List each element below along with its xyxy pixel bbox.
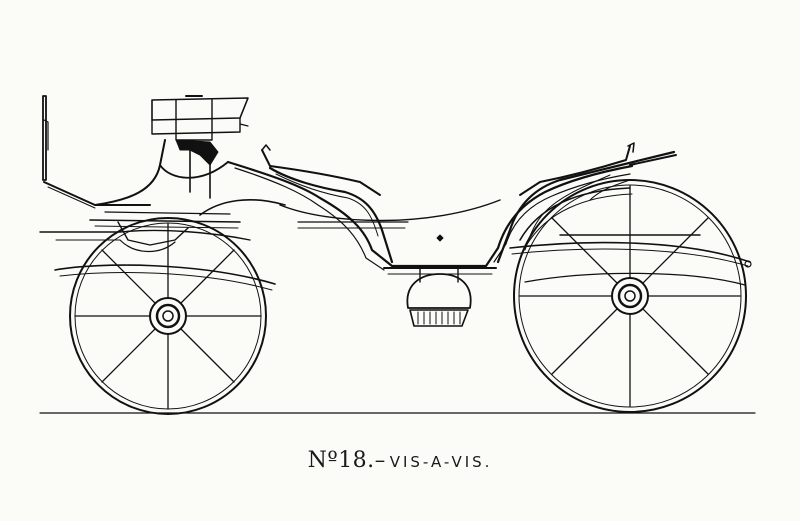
plate-number-prefix: Nº — [307, 448, 339, 473]
front-wheel — [69, 217, 267, 415]
carriage-body — [199, 142, 677, 275]
rear-undercarriage — [509, 234, 752, 286]
plate-number: 18. — [338, 448, 375, 473]
plate-caption: Nº18.–VIS-A-VIS. — [0, 448, 800, 473]
caption-separator: – — [374, 448, 386, 472]
plate-title: VIS-A-VIS. — [389, 453, 493, 471]
rear-wheel — [513, 179, 747, 413]
carriage-step — [406, 267, 472, 327]
drivers-box — [42, 95, 249, 209]
front-undercarriage — [39, 211, 276, 291]
